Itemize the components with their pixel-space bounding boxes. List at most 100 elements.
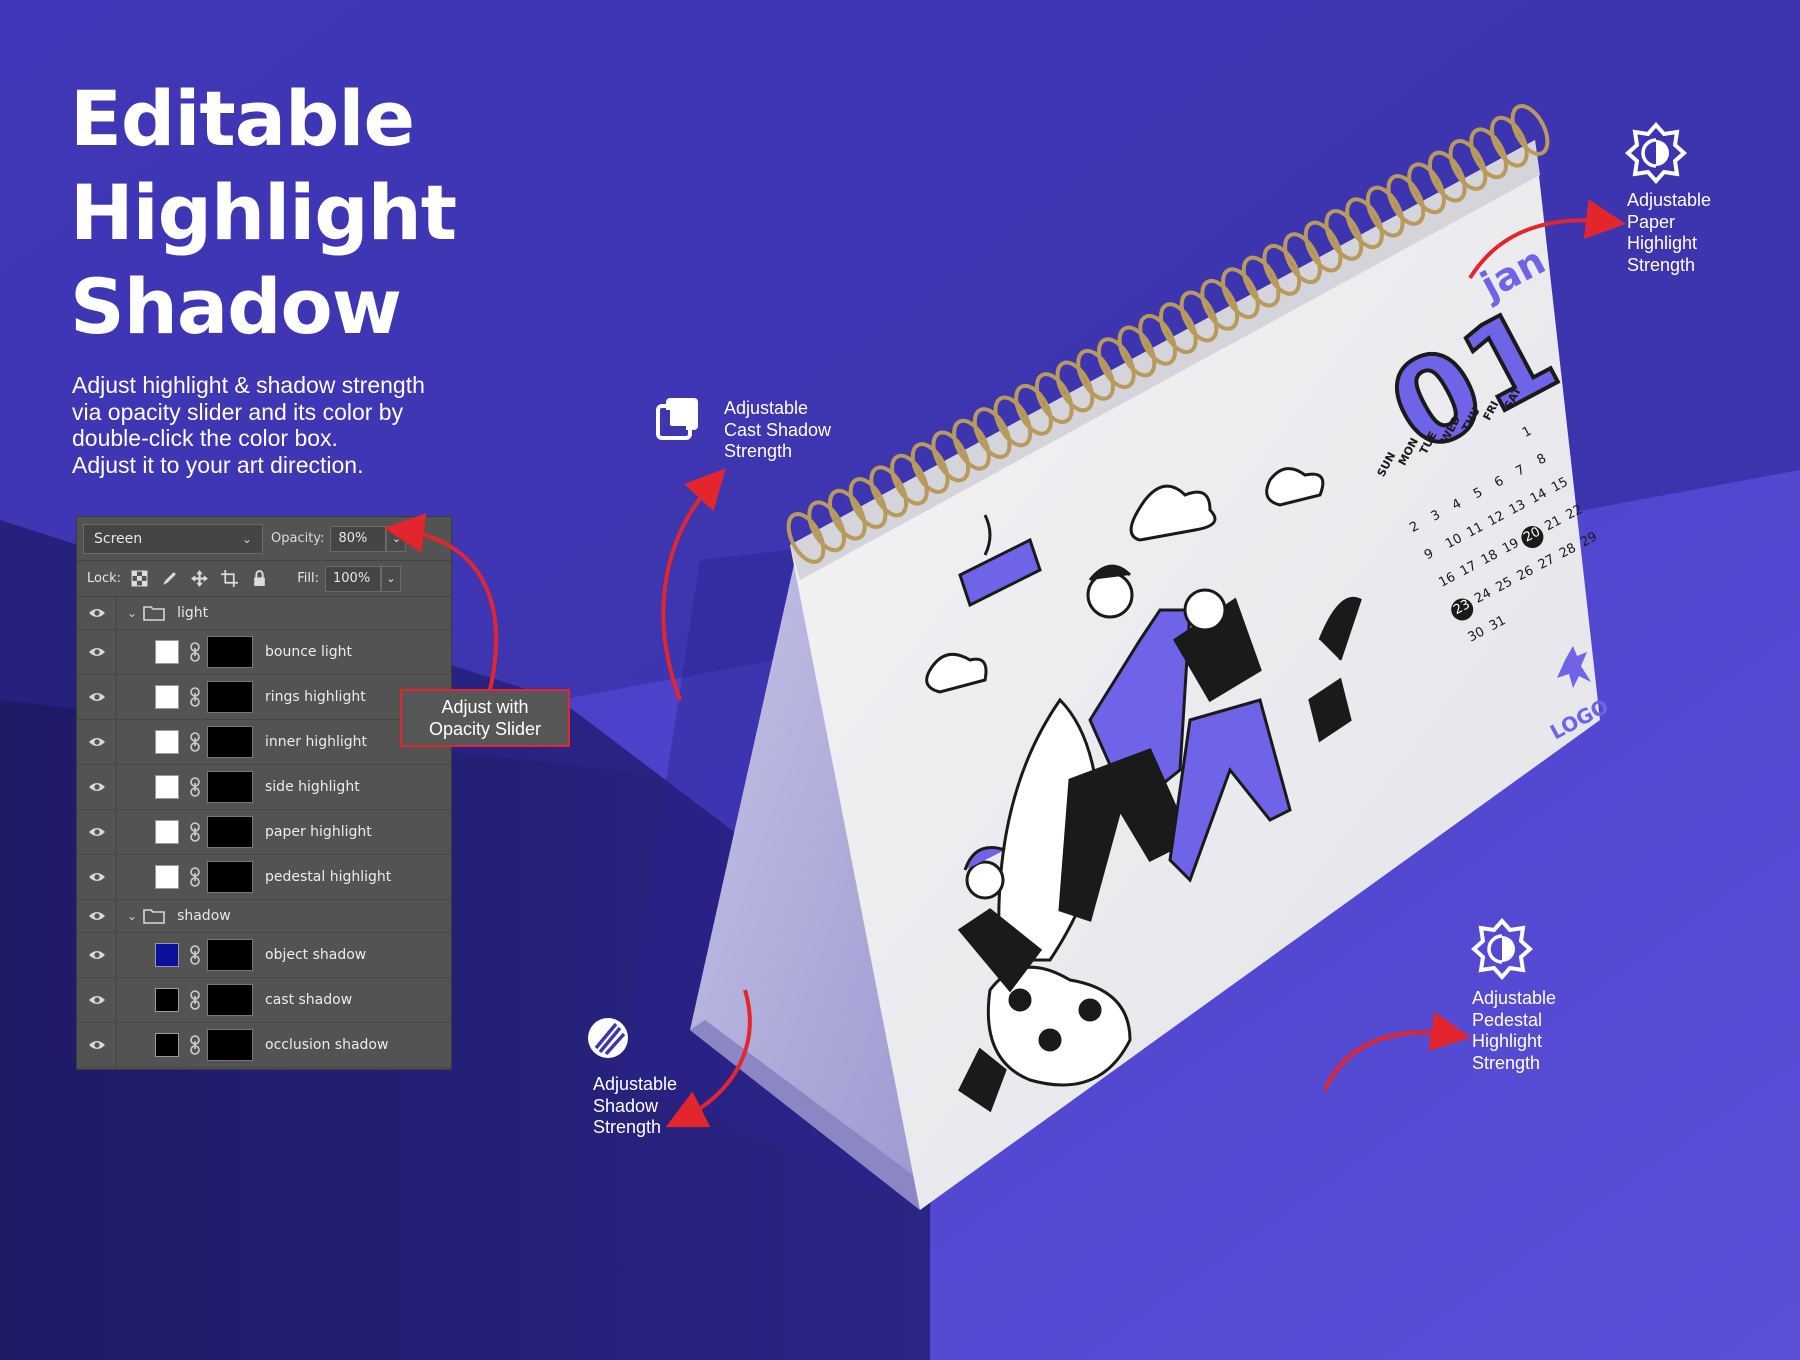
spiral-ring <box>1324 209 1364 261</box>
layer-mask-thumbnail[interactable] <box>207 636 253 668</box>
feature-line: Adjustable <box>593 1074 678 1094</box>
spiral-ring <box>1365 185 1405 238</box>
link-icon-wrap[interactable] <box>189 945 201 965</box>
layer-row[interactable]: paper highlight <box>77 810 451 855</box>
layer-mask-thumbnail[interactable] <box>207 681 253 713</box>
color-fill-swatch[interactable] <box>155 943 179 967</box>
link-icon-wrap[interactable] <box>189 1035 201 1055</box>
color-fill-swatch[interactable] <box>155 988 179 1012</box>
layer-mask-thumbnail[interactable] <box>207 726 253 758</box>
color-fill-swatch[interactable] <box>155 865 179 889</box>
color-fill-swatch[interactable] <box>155 730 179 754</box>
layer-mask-thumbnail[interactable] <box>207 1029 253 1061</box>
eye-icon <box>88 873 105 881</box>
shadow-label: Adjustable Shadow Strength <box>593 1074 677 1139</box>
eye-icon <box>88 951 105 959</box>
spiral-ring <box>786 512 826 564</box>
link-icon <box>190 945 200 965</box>
description-line: via opacity slider and its color by <box>72 398 404 425</box>
lock-position-icon[interactable] <box>191 570 209 587</box>
link-icon-wrap[interactable] <box>189 822 201 842</box>
eye-icon <box>88 783 105 791</box>
layer-mask-thumbnail[interactable] <box>207 984 253 1016</box>
lock-image-pixels-icon[interactable] <box>161 570 178 587</box>
chevron-down-icon[interactable]: ⌄ <box>127 606 138 620</box>
color-fill-swatch[interactable] <box>155 685 179 709</box>
calendar-day: 23 <box>1451 597 1473 618</box>
color-fill-swatch[interactable] <box>155 775 179 799</box>
chevron-down-icon: ⌄ <box>386 572 396 585</box>
visibility-toggle[interactable] <box>77 978 117 1022</box>
visibility-toggle[interactable] <box>77 630 117 674</box>
opacity-slider-callout: Adjust with Opacity Slider <box>400 689 570 747</box>
spiral-ring <box>890 453 929 506</box>
spiral-ring <box>910 442 950 494</box>
link-icon-wrap[interactable] <box>189 642 201 662</box>
layer-row[interactable]: inner highlight <box>77 720 451 765</box>
layer-mask-thumbnail[interactable] <box>207 771 253 803</box>
lock-transparent-pixels-icon[interactable] <box>131 570 148 587</box>
layer-row[interactable]: bounce light <box>77 630 451 675</box>
feature-line: Shadow <box>593 1095 659 1116</box>
feature-line: Paper <box>1627 211 1676 232</box>
spiral-ring <box>1241 255 1281 308</box>
spiral-ring <box>1262 244 1302 296</box>
chevron-down-icon: ⌄ <box>241 531 252 546</box>
link-icon-wrap[interactable] <box>189 867 201 887</box>
calendar-day: 24 <box>1472 586 1494 607</box>
description-line: double-click the color box. <box>72 425 338 451</box>
layer-name: occlusion shadow <box>265 1037 389 1053</box>
visibility-toggle[interactable] <box>77 675 117 719</box>
link-icon <box>190 1035 200 1055</box>
color-fill-swatch[interactable] <box>155 640 179 664</box>
layer-name: inner highlight <box>265 734 368 750</box>
blend-mode-select[interactable]: Screen ⌄ <box>83 523 263 554</box>
layer-row[interactable]: rings highlight <box>77 675 451 720</box>
visibility-toggle[interactable] <box>77 900 117 932</box>
lock-all-icon[interactable] <box>251 570 268 587</box>
link-icon-wrap[interactable] <box>189 732 201 752</box>
calendar-day: 18 <box>1479 547 1501 568</box>
eye-icon <box>88 828 105 836</box>
visibility-toggle[interactable] <box>77 765 117 809</box>
link-icon-wrap[interactable] <box>189 990 201 1010</box>
lock-artboard-icon[interactable] <box>221 570 239 587</box>
layer-group-shadow[interactable]: ⌄shadow <box>77 900 451 933</box>
layer-row[interactable]: side highlight <box>77 765 451 810</box>
calendar-day: 22 <box>1564 502 1586 523</box>
visibility-toggle[interactable] <box>77 855 117 899</box>
layer-mask-thumbnail[interactable] <box>207 861 253 893</box>
link-icon-wrap[interactable] <box>189 777 201 797</box>
spiral-ring <box>1014 383 1053 436</box>
chevron-down-icon[interactable]: ⌄ <box>127 909 138 923</box>
fill-slider-button[interactable]: ⌄ <box>381 565 401 592</box>
layer-mask-thumbnail[interactable] <box>207 816 253 848</box>
fill-input[interactable]: 100% <box>325 565 381 592</box>
feature-line: Strength <box>593 1117 662 1137</box>
layer-row[interactable]: pedestal highlight <box>77 855 451 900</box>
spiral-ring <box>807 500 847 553</box>
visibility-toggle[interactable] <box>77 597 117 629</box>
layer-row[interactable]: occlusion shadow <box>77 1023 451 1068</box>
layers-panel: Screen ⌄ Opacity: 80% ⌄ Lock: Fill: 100%… <box>76 516 452 1070</box>
color-fill-swatch[interactable] <box>155 820 179 844</box>
layer-mask-thumbnail[interactable] <box>207 939 253 971</box>
opacity-input[interactable]: 80% <box>330 525 387 552</box>
highlighted-day-marker <box>1521 526 1544 549</box>
visibility-toggle[interactable] <box>77 810 117 854</box>
visibility-toggle[interactable] <box>77 933 117 977</box>
spiral-ring <box>1427 150 1467 203</box>
layer-row[interactable]: object shadow <box>77 933 451 978</box>
layer-group-light[interactable]: ⌄light <box>77 597 451 630</box>
color-fill-swatch[interactable] <box>155 1033 179 1057</box>
spiral-ring <box>1386 174 1426 226</box>
cast-shadow-arrow <box>661 468 726 701</box>
visibility-toggle[interactable] <box>77 720 117 764</box>
feature-line: Adjustable <box>1472 988 1557 1008</box>
layer-name: object shadow <box>265 947 367 963</box>
visibility-toggle[interactable] <box>77 1023 117 1067</box>
feature-line: Highlight <box>1627 233 1698 253</box>
layer-row[interactable]: cast shadow <box>77 978 451 1023</box>
link-icon-wrap[interactable] <box>189 687 201 707</box>
